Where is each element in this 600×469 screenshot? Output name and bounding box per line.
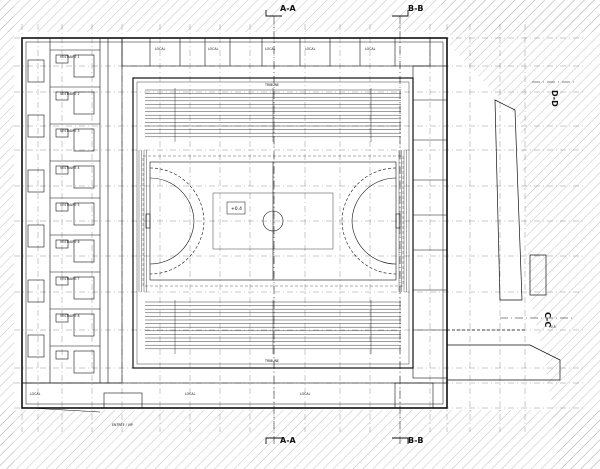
top-room-label: LOCAL <box>365 47 376 51</box>
handball-court <box>142 155 404 287</box>
entrance-zone <box>21 382 448 413</box>
section-cc: C-C <box>543 312 552 327</box>
shower-cell <box>55 54 69 64</box>
shower-cell <box>55 91 69 101</box>
grandstand-bottom <box>145 300 401 354</box>
storage-room <box>27 114 45 138</box>
changing-room-label: VESTIAIRE 2 <box>60 92 80 96</box>
changing-room-labels: VESTIAIRE 1 VESTIAIRE 2 VESTIAIRE 3 VESTIAI… <box>60 55 80 318</box>
bench-area <box>73 313 95 337</box>
bench-area <box>73 54 95 78</box>
section-bb-top: B-B <box>408 4 424 13</box>
grandstand-top <box>145 88 401 142</box>
changing-room-label: VESTIAIRE 5 <box>60 203 80 207</box>
changing-room-label: VESTIAIRE 1 <box>60 55 80 59</box>
bench-area <box>73 202 95 226</box>
shower-cell <box>55 313 69 323</box>
right-level-mark: +0.5 <box>548 325 556 329</box>
changing-room-label: VESTIAIRE 8 <box>60 314 80 318</box>
shower-cell <box>55 350 69 360</box>
shower-cell <box>55 165 69 175</box>
top-room-labels: LOCAL LOCAL LOCAL LOCAL LOCAL LOCAL LOCAL LOCAL <box>30 47 376 396</box>
changing-room-label: VESTIAIRE 6 <box>60 240 80 244</box>
section-bb-bottom: B-B <box>408 436 424 445</box>
grandstand-bottom-label: TRIBUNE <box>264 359 279 363</box>
grandstand-right <box>398 150 407 292</box>
top-room-label: LOCAL <box>208 47 219 51</box>
storage-room <box>27 334 45 358</box>
section-aa-bottom: A-A <box>280 436 297 445</box>
changing-room-label: VESTIAIRE 3 <box>60 129 80 133</box>
storage-room <box>27 59 45 83</box>
bench-area <box>73 350 95 374</box>
storage-room <box>27 279 45 303</box>
grandstand-top-label: TRIBUNE <box>264 83 279 87</box>
changing-room-label: VESTIAIRE 7 <box>60 277 80 281</box>
shower-cell <box>55 128 69 138</box>
section-dd: D-D <box>550 90 559 107</box>
right-service-rooms <box>412 65 448 379</box>
bench-area <box>73 165 95 189</box>
court-level-mark: +0.4 <box>231 206 242 212</box>
bench-area <box>73 128 95 152</box>
entrance-label: ENTRÉE / VIP <box>112 422 133 427</box>
bench-area <box>73 276 95 300</box>
grandstand-left <box>138 150 147 292</box>
section-aa-top: A-A <box>280 4 297 13</box>
bottom-room-label: LOCAL <box>30 392 41 396</box>
top-service-rooms <box>121 37 431 67</box>
changing-room-label: VESTIAIRE 4 <box>60 166 80 170</box>
top-room-label: LOCAL <box>305 47 316 51</box>
top-room-label: LOCAL <box>265 47 276 51</box>
storage-room <box>27 224 45 248</box>
bench-area <box>73 239 95 263</box>
bench-area <box>73 91 95 115</box>
shower-cell <box>55 239 69 249</box>
shower-cell <box>55 276 69 286</box>
storage-room <box>27 169 45 193</box>
top-room-label: LOCAL <box>155 47 166 51</box>
bottom-room-label: LOCAL <box>185 392 196 396</box>
shower-cell <box>55 202 69 212</box>
section-markers <box>265 10 575 444</box>
bottom-room-label: LOCAL <box>300 392 311 396</box>
exterior-structures <box>447 99 561 381</box>
